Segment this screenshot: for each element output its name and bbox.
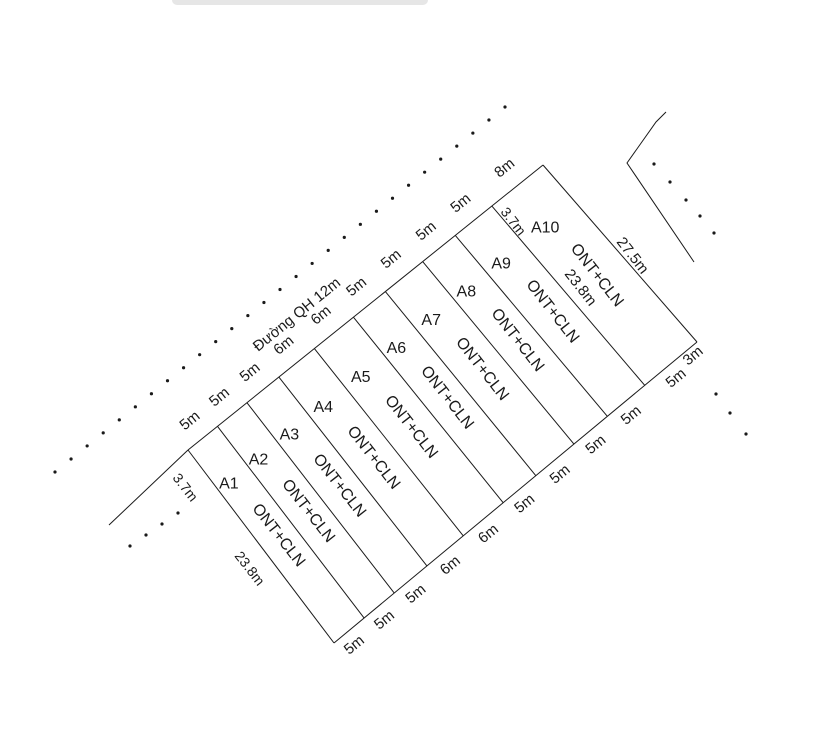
lot-divider-lines bbox=[217, 205, 646, 619]
road-dot bbox=[487, 118, 491, 122]
road-dot bbox=[374, 209, 379, 213]
road-dot bbox=[69, 457, 73, 461]
road-dot bbox=[262, 300, 266, 305]
road-dot bbox=[728, 411, 732, 415]
road-dot bbox=[423, 170, 427, 174]
road-dot bbox=[53, 470, 57, 474]
back-width-label: 5m bbox=[663, 365, 690, 391]
plan-lines bbox=[108, 111, 698, 644]
lot-id: A5 bbox=[351, 369, 371, 386]
back-width-label: 5m bbox=[341, 632, 368, 658]
front-width-label: 5m bbox=[206, 384, 233, 410]
road-dot bbox=[439, 157, 443, 161]
lot-divider bbox=[491, 205, 646, 386]
depth-right-outer-label: 27.5m bbox=[613, 234, 652, 277]
road-dot bbox=[117, 418, 121, 422]
road-dot bbox=[133, 405, 137, 409]
road-dot bbox=[246, 313, 250, 318]
road-dot bbox=[714, 392, 718, 396]
road-dot bbox=[455, 144, 459, 148]
back-width-label: 6m bbox=[475, 521, 502, 547]
lot-divider bbox=[246, 402, 395, 594]
front-width-label: 5m bbox=[237, 359, 264, 385]
land-use-label: ONT+CLN bbox=[417, 363, 477, 433]
lot-id: A1 bbox=[219, 475, 239, 492]
road-dot bbox=[503, 105, 507, 109]
right-boundary-line bbox=[542, 164, 698, 343]
depth-left-label: 23.8m bbox=[232, 548, 269, 589]
back-width-label: 5m bbox=[547, 461, 574, 487]
corner-right-label: 3.7m bbox=[498, 204, 530, 238]
lot-id: A8 bbox=[457, 283, 477, 300]
road-dot bbox=[278, 287, 282, 292]
road-dot bbox=[712, 231, 716, 235]
road-dot bbox=[668, 180, 672, 184]
road-dot bbox=[358, 222, 362, 226]
left-boundary-line bbox=[187, 449, 335, 644]
road-dot bbox=[698, 214, 702, 218]
front-width-label: 5m bbox=[413, 218, 440, 244]
back-extra-label: 3m bbox=[680, 343, 707, 369]
lot-divider bbox=[217, 426, 365, 619]
road-dot bbox=[101, 431, 105, 435]
corner-left-label: 3.7m bbox=[170, 470, 202, 504]
road-dot bbox=[390, 196, 395, 200]
back-width-label: 5m bbox=[402, 581, 429, 607]
road-dot bbox=[128, 544, 132, 548]
right-neighbor-boundary bbox=[626, 111, 695, 263]
road-dot bbox=[176, 511, 180, 515]
front-width-label: 5m bbox=[176, 408, 203, 434]
road-dot bbox=[342, 235, 346, 239]
front-width-label: 5m bbox=[447, 190, 474, 216]
back-width-label: 5m bbox=[371, 607, 398, 633]
road-dot bbox=[144, 533, 148, 537]
road-dot bbox=[181, 366, 186, 370]
road-dot bbox=[406, 183, 411, 187]
road-dot bbox=[198, 353, 202, 357]
lot-id: A4 bbox=[313, 399, 333, 416]
road-dot bbox=[471, 131, 475, 135]
road-dot bbox=[652, 162, 656, 166]
land-use-label: ONT+CLN bbox=[452, 334, 512, 404]
lot-id: A7 bbox=[421, 312, 441, 329]
back-width-label: 5m bbox=[618, 402, 645, 428]
road-dot bbox=[160, 522, 164, 526]
road-dot bbox=[310, 261, 314, 266]
road-dot bbox=[85, 444, 89, 448]
lot-id: A2 bbox=[249, 452, 269, 469]
lot-divider bbox=[313, 348, 464, 537]
land-use-label: ONT+CLN bbox=[344, 423, 404, 493]
back-width-label: 5m bbox=[582, 432, 609, 458]
road-dot bbox=[326, 248, 330, 252]
left-corner-extension bbox=[108, 449, 189, 526]
road-dot bbox=[294, 274, 298, 279]
lot-id: A6 bbox=[387, 340, 407, 357]
road-edge-dots bbox=[53, 105, 748, 548]
road-frontage-line bbox=[187, 164, 544, 451]
back-boundary-line bbox=[333, 341, 698, 644]
back-width-label: 5m bbox=[511, 491, 538, 517]
front-width-label: 5m bbox=[343, 274, 370, 300]
front-width-label: 5m bbox=[378, 246, 405, 272]
lot-divider bbox=[454, 235, 608, 417]
lot-divider bbox=[278, 376, 428, 567]
land-use-label: ONT+CLN bbox=[381, 392, 441, 462]
lot-id: A9 bbox=[491, 255, 511, 272]
top-edge-strip bbox=[172, 0, 428, 5]
road-dot bbox=[744, 432, 748, 436]
lot-id: A3 bbox=[280, 427, 300, 444]
land-use-label: ONT+CLN bbox=[488, 305, 548, 375]
road-dot bbox=[684, 198, 688, 202]
front-width-label: 8m bbox=[491, 155, 518, 181]
lot-divider bbox=[353, 316, 504, 504]
road-dot bbox=[149, 392, 154, 396]
road-dot bbox=[165, 379, 170, 383]
road-dot bbox=[230, 327, 234, 331]
road-dot bbox=[214, 340, 218, 344]
lot-divider bbox=[422, 261, 575, 445]
back-width-label: 6m bbox=[437, 552, 464, 578]
lot-id: A10 bbox=[531, 220, 560, 237]
lot-divider bbox=[384, 291, 537, 476]
